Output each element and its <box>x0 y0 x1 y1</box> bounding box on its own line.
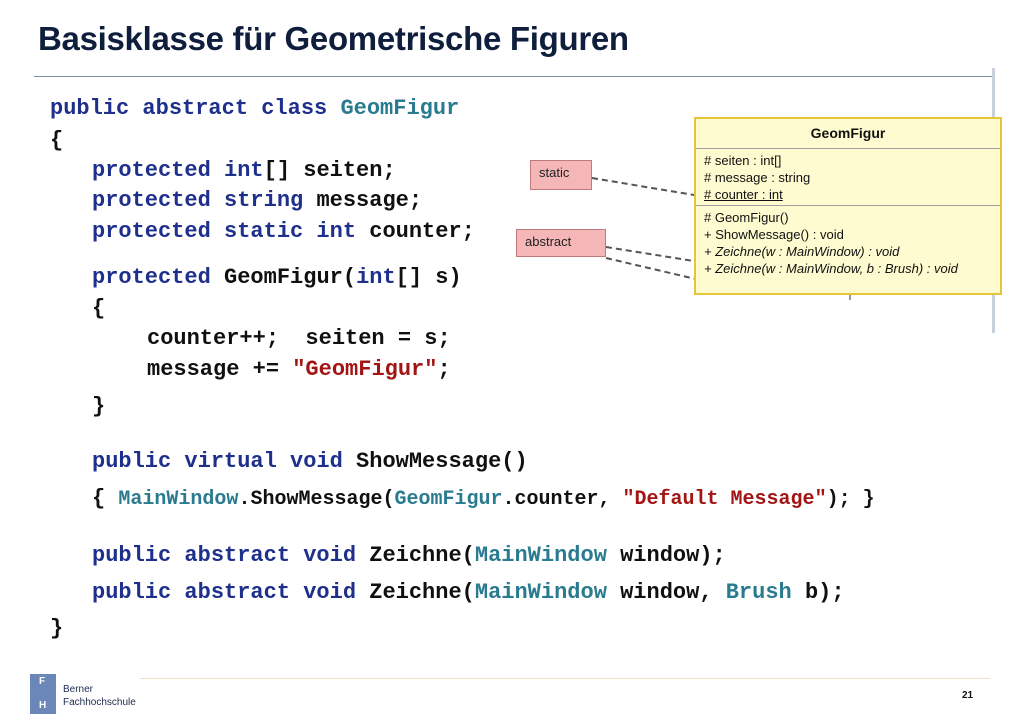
title-divider <box>34 76 994 77</box>
logo-line-2: Fachhochschule <box>63 697 136 708</box>
uml-operations: # GeomFigur() + ShowMessage() : void + Z… <box>696 206 1000 279</box>
note-abstract: abstract <box>516 229 606 257</box>
type-mainwindow: MainWindow <box>474 543 607 568</box>
type-geomfigur: GeomFigur <box>394 488 503 511</box>
code-line-constructor: protected GeomFigur(int[] s) <box>92 265 462 290</box>
code-text: message; <box>303 188 423 213</box>
code-text: ShowMessage() <box>342 449 528 474</box>
keyword: int <box>224 158 264 183</box>
type-brush: Brush <box>725 580 792 605</box>
code-line-seiten: protected int[] seiten; <box>92 158 396 183</box>
keyword: protected <box>92 265 211 290</box>
note-static: static <box>530 160 592 190</box>
code-line-ctor-body1: counter++; seiten = s; <box>147 326 451 351</box>
code-text: ); } <box>826 488 875 511</box>
uml-attribute: # message : string <box>704 170 811 185</box>
code-text: GeomFigur( <box>210 265 357 290</box>
page-number: 21 <box>962 690 974 701</box>
uml-attribute-static: # counter : int <box>704 187 783 202</box>
code-line-close-brace: } <box>50 616 64 641</box>
type-mainwindow: MainWindow <box>118 488 239 511</box>
code-line-zeichne1: public abstract void Zeichne(MainWindow … <box>92 543 726 568</box>
string-literal: "GeomFigur" <box>292 357 438 382</box>
string-literal: "Default Message" <box>622 488 827 511</box>
code-text: window); <box>606 543 726 568</box>
code-text: [] seiten; <box>263 158 396 183</box>
code-line-showmessage-body: { MainWindow.ShowMessage(GeomFigur.count… <box>92 486 875 511</box>
code-line-ctor-body2: message += "GeomFigur"; <box>147 357 451 382</box>
type-mainwindow: MainWindow <box>474 580 607 605</box>
keyword: string <box>224 188 304 213</box>
logo-letter: H <box>39 700 47 711</box>
code-text: Zeichne( <box>356 580 475 605</box>
code-text: ; <box>437 357 451 382</box>
code-line-open-brace: { <box>50 128 64 153</box>
uml-operation-abstract: + Zeichne(w : MainWindow, b : Brush) : v… <box>704 261 958 276</box>
keyword: protected <box>92 158 225 183</box>
keyword: public abstract void <box>92 580 357 605</box>
code-text: window, <box>606 580 726 605</box>
keyword: protected static int <box>92 219 357 244</box>
code-line-message: protected string message; <box>92 188 422 213</box>
slide-title: Basisklasse für Geometrische Figuren <box>38 20 629 57</box>
uml-class-box: GeomFigur # seiten : int[] # message : s… <box>694 117 1002 295</box>
keyword: protected <box>92 188 225 213</box>
code-line-zeichne2: public abstract void Zeichne(MainWindow … <box>92 580 845 605</box>
code-text: Zeichne( <box>356 543 475 568</box>
code-text: b); <box>791 580 845 605</box>
code-text: { <box>92 486 119 511</box>
uml-operation: + ShowMessage() : void <box>704 227 844 242</box>
code-line-showmessage: public virtual void ShowMessage() <box>92 449 528 474</box>
keyword: int <box>356 265 396 290</box>
uml-attribute: # seiten : int[] <box>704 153 782 168</box>
code-line-class-decl: public abstract class GeomFigur <box>50 96 459 121</box>
keyword: public abstract void <box>92 543 357 568</box>
code-line-ctor-open: { <box>92 296 106 321</box>
uml-operation-abstract: + Zeichne(w : MainWindow) : void <box>704 244 900 259</box>
keyword-public-abstract-class: public abstract class <box>50 96 341 121</box>
code-text: [] s) <box>395 265 462 290</box>
code-text: message += <box>147 357 293 382</box>
logo-letter: F <box>39 676 46 687</box>
code-text: .counter, <box>502 488 623 511</box>
code-text: counter; <box>356 219 475 244</box>
code-text: .ShowMessage( <box>238 488 395 511</box>
uml-class-name: GeomFigur <box>696 119 1000 149</box>
keyword: public virtual void <box>92 449 343 474</box>
footer-divider <box>140 678 990 679</box>
uml-attributes: # seiten : int[] # message : string # co… <box>696 149 1000 206</box>
logo-line-1: Berner <box>63 684 94 695</box>
type-geomfigur: GeomFigur <box>340 96 460 121</box>
bfh-logo: F H <box>30 674 56 714</box>
uml-operation: # GeomFigur() <box>704 210 789 225</box>
code-block: public abstract class GeomFigur { protec… <box>0 0 875 641</box>
code-line-ctor-close: } <box>92 394 106 419</box>
logo-wordmark: Berner Fachhochschule <box>63 683 136 709</box>
code-line-counter: protected static int counter; <box>92 219 475 244</box>
